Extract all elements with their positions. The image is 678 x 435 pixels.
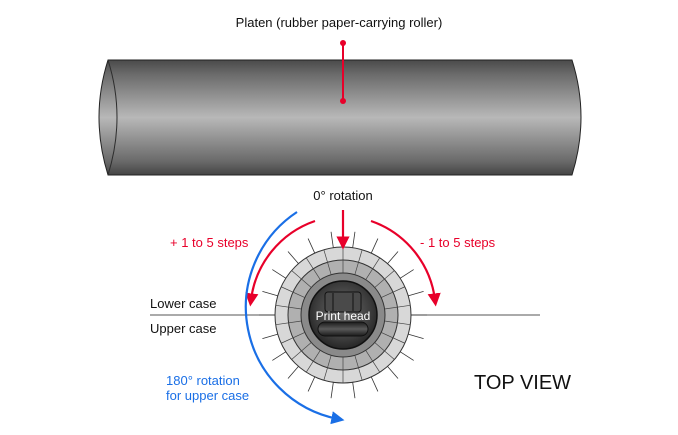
platen-label: Platen (rubber paper-carrying roller) [236, 15, 443, 30]
typeball-spoke [385, 251, 399, 266]
typeball-ring-tick [275, 320, 302, 326]
typeball-ring-tick [305, 350, 321, 373]
typeball-ring-tick [374, 270, 395, 288]
rotation-180-label-line1: 180° rotation [166, 373, 240, 388]
typeball-spoke [398, 269, 414, 280]
typeball-ring-tick [280, 332, 305, 344]
plus-steps-arrow [245, 219, 316, 307]
minus-steps-arrow [370, 219, 441, 307]
typeball-ring-tick [354, 355, 363, 381]
typeball-ring-tick [374, 342, 395, 360]
typeball-spoke [370, 238, 379, 256]
typeball-spoke [272, 350, 288, 361]
typeball-spoke [307, 238, 316, 256]
typeball-spoke [370, 374, 379, 392]
typeball-ring-tick [291, 342, 312, 360]
typeball-ring-tick [323, 249, 332, 275]
typeball-spoke [398, 350, 414, 361]
typeball-ring-tick [365, 257, 381, 280]
print-head-label: Print head [316, 309, 371, 323]
lower-case-label: Lower case [150, 296, 216, 311]
typeball-character-spokes [259, 231, 427, 399]
typeball-ring-tick [354, 249, 363, 275]
upper-case-label: Upper case [150, 321, 216, 336]
zero-rotation-label: 0° rotation [313, 188, 372, 203]
typeball-ring-tick [381, 286, 406, 298]
typeball-spoke [287, 364, 301, 379]
typeball-spoke [406, 333, 424, 340]
rotation-180-arrow [244, 211, 345, 425]
typeball-spoke [330, 231, 335, 250]
typeball-ring-tick [384, 320, 411, 326]
typeball: Print head [259, 231, 427, 399]
print-head-cylinder [317, 321, 369, 337]
typeball-ring-tick [291, 270, 312, 288]
typeball-spoke [351, 231, 356, 250]
platen-roller [98, 59, 582, 176]
print-head-upper-block [324, 291, 362, 313]
typeball-spoke [330, 380, 335, 399]
typeball-spoke [287, 251, 301, 266]
platen-pointer-dot-bottom [340, 98, 346, 104]
typeball-spoke [385, 364, 399, 379]
typeball-spoke [351, 380, 356, 399]
typeball-ring-tick [305, 257, 321, 280]
top-view-label: TOP VIEW [474, 372, 571, 394]
minus-steps-label: - 1 to 5 steps [420, 235, 496, 250]
typeball-spoke [262, 333, 280, 340]
platen-pointer-dot-top [340, 40, 346, 46]
typeball-spoke [262, 290, 280, 297]
plus-steps-label: + 1 to 5 steps [170, 235, 249, 250]
typeball-spoke [406, 290, 424, 297]
typeball-spoke [272, 269, 288, 280]
typeball-ring-ticks [275, 247, 411, 383]
typeball-ring-tick [323, 355, 332, 381]
typeball-ring-tick [365, 350, 381, 373]
rotation-180-label-line2: for upper case [166, 388, 249, 403]
typeball-spoke [307, 374, 316, 392]
typeball-ring-tick [381, 332, 406, 344]
typeball-ring-tick [280, 286, 305, 298]
typeball-ring-tick [275, 304, 302, 310]
typeball-ring-tick [384, 304, 411, 310]
